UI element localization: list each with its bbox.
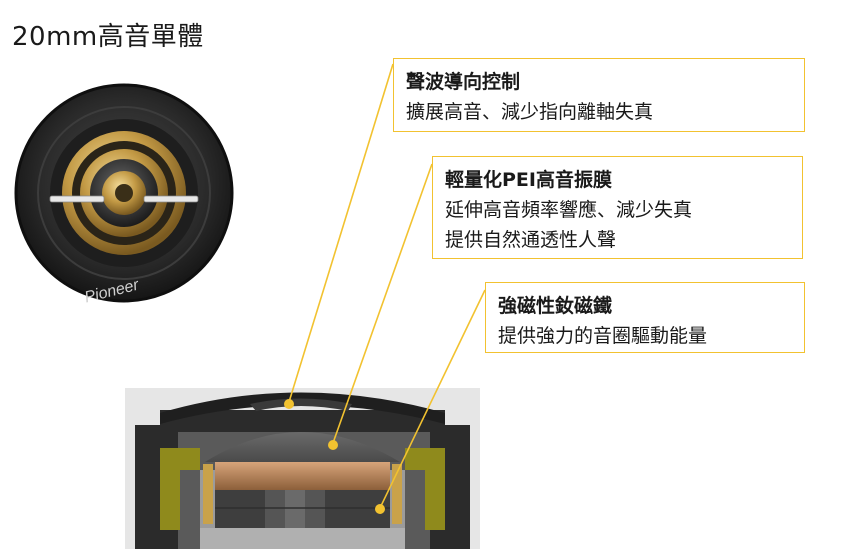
callout-text: 提供自然通透性人聲	[445, 229, 617, 251]
callout-text: 提供強力的音圈驅動能量	[498, 325, 708, 347]
leader-dot-2	[328, 440, 338, 450]
callout-diaphragm: 輕量化PEI高音振膜 延伸高音頻率響應、減少失真 提供自然通透性人聲	[432, 156, 803, 259]
page-title: 20mm高音單體	[12, 22, 204, 52]
leader-line-1	[288, 63, 394, 403]
callout-magnet: 強磁性釹磁鐵 提供強力的音圈驅動能量	[485, 282, 805, 353]
leader-dot-1	[284, 399, 294, 409]
leader-line-3	[379, 289, 486, 509]
callout-heading: 強磁性釹磁鐵	[498, 295, 613, 317]
leader-line-2	[332, 163, 433, 444]
callout-waveguide: 聲波導向控制 擴展高音、減少指向離軸失真	[393, 58, 805, 132]
callout-heading: 輕量化PEI高音振膜	[445, 169, 612, 191]
callout-heading: 聲波導向控制	[406, 71, 521, 93]
callout-text: 延伸高音頻率響應、減少失真	[445, 199, 693, 221]
callout-text: 擴展高音、減少指向離軸失真	[406, 101, 654, 123]
leader-dot-3	[375, 504, 385, 514]
